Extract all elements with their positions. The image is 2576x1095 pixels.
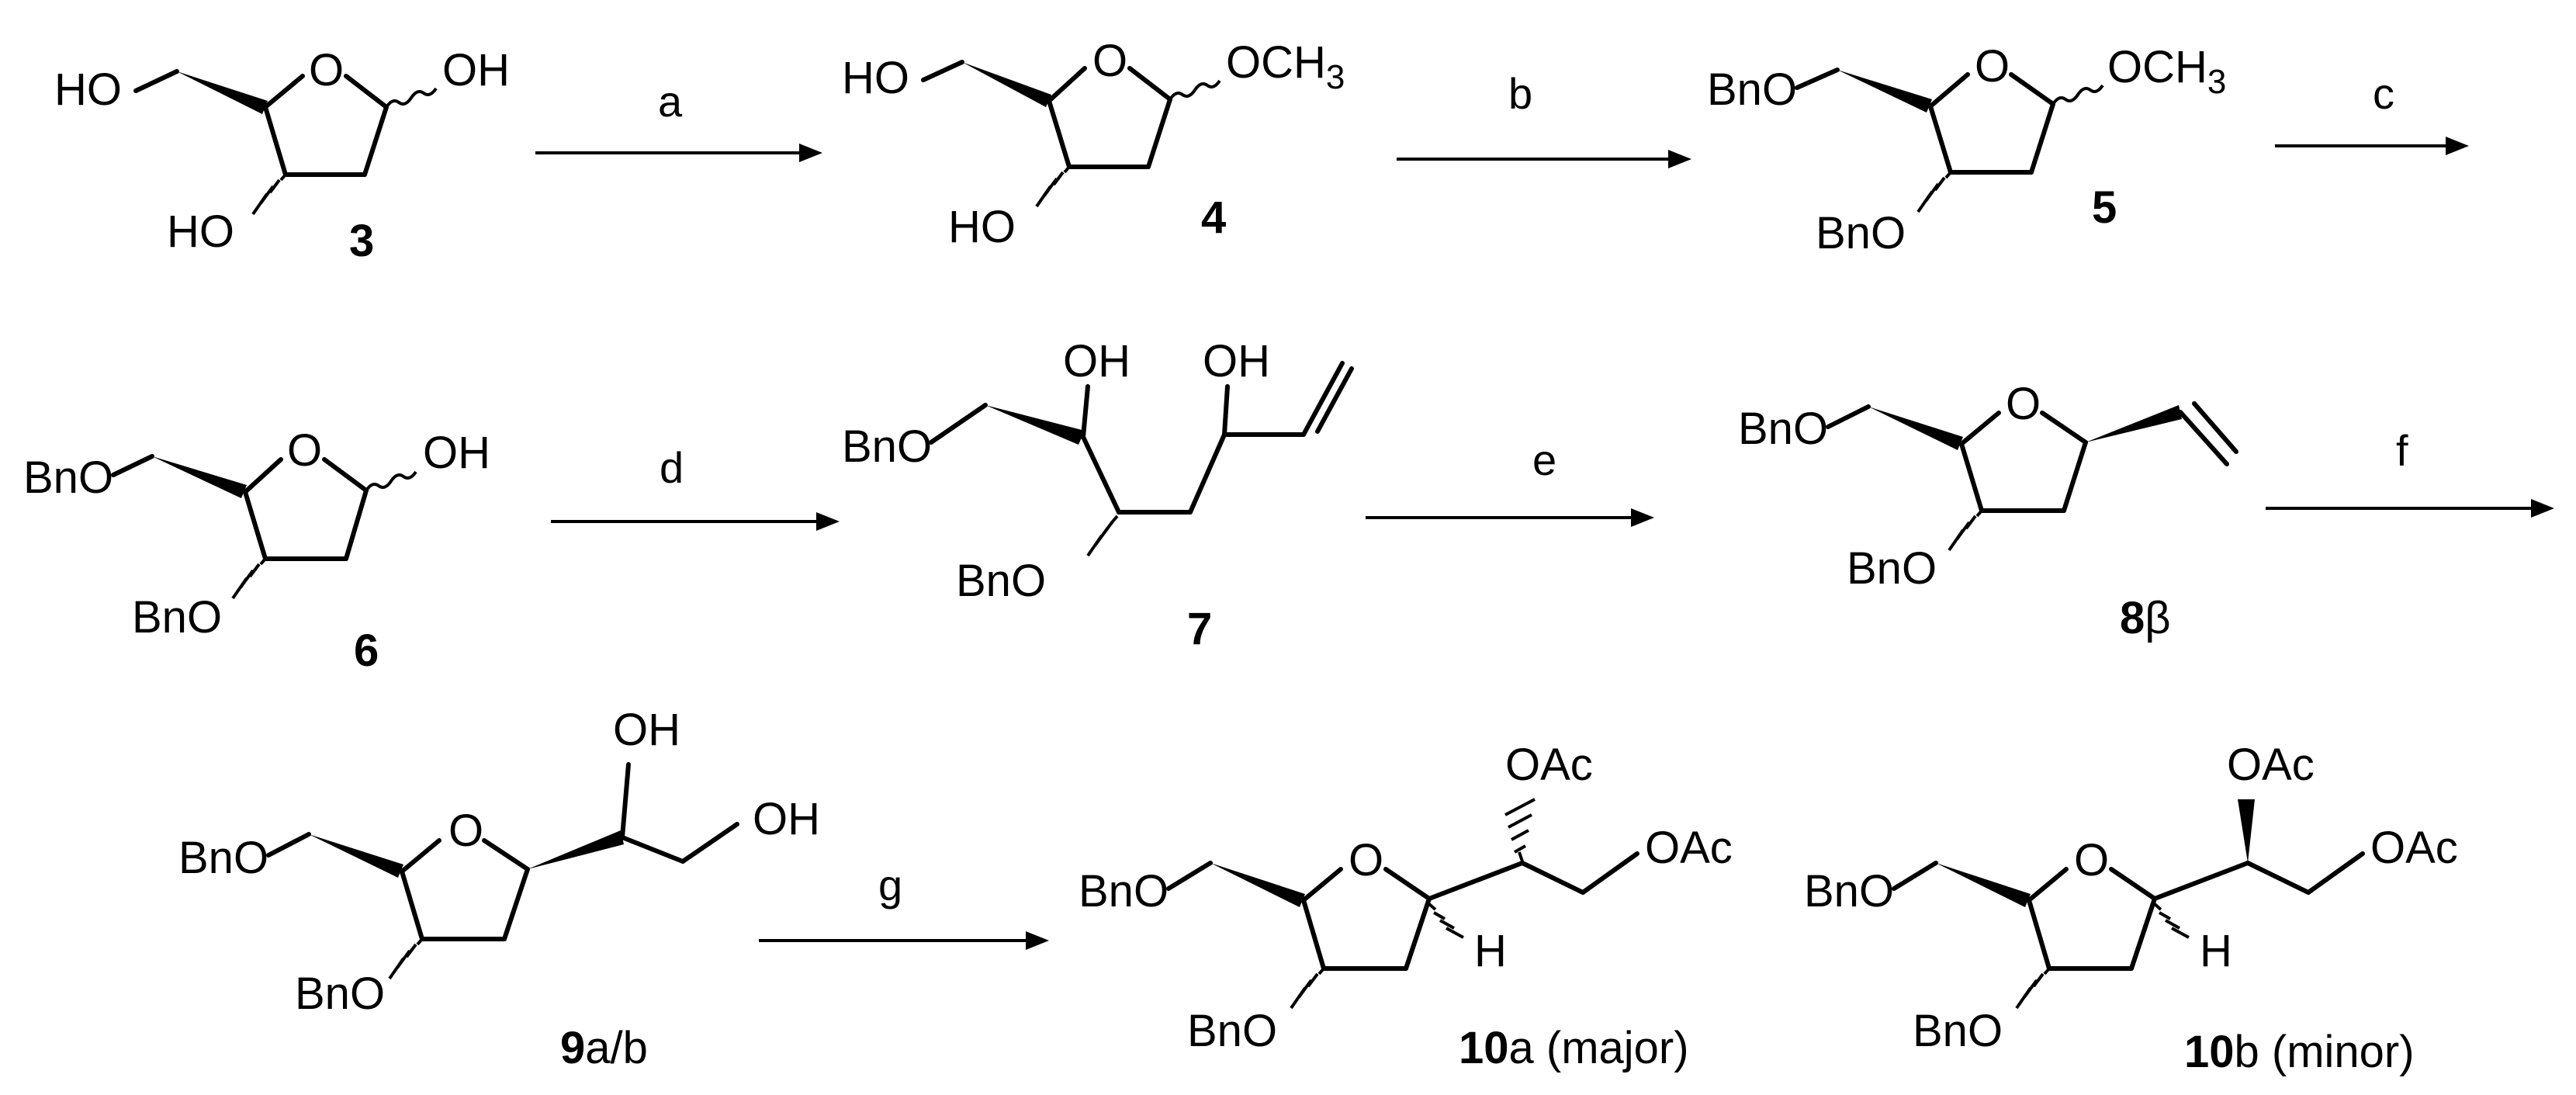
ring-oxygen-label: O xyxy=(287,425,322,476)
reaction-arrow-d: d xyxy=(551,443,840,531)
compound-9-structure: OH OH BnO O BnO 9a/b xyxy=(178,705,820,1073)
benzyloxy-label: BnO xyxy=(178,833,268,883)
compound-10b-structure: OAc OAc BnO O H BnO 10b (minor) xyxy=(1804,740,2458,1077)
hydroxyl-label: OH xyxy=(1203,336,1270,386)
reagent-label-b: b xyxy=(1508,69,1532,118)
benzyloxy-label: BnO xyxy=(1079,866,1169,917)
reaction-arrow-e: e xyxy=(1366,435,1654,527)
hashed-bond xyxy=(251,173,287,216)
compound-number: 9a/b xyxy=(560,1023,648,1073)
ring-oxygen-label: O xyxy=(1975,41,2010,92)
compound-5-structure: BnO O OCH3 BnO 5 xyxy=(1707,41,2226,258)
hydroxyl-label: OH xyxy=(753,794,820,844)
hydroxyl-label: HO xyxy=(842,53,909,103)
hashed-bond xyxy=(1086,515,1119,557)
compound-10a-structure: OAc OAc BnO O H xyxy=(1079,740,1733,1073)
hashed-bond xyxy=(1290,967,1325,1010)
reagent-label-d: d xyxy=(660,443,684,492)
methoxy-label: OCH3 xyxy=(1226,37,1345,96)
reagent-label-g: g xyxy=(878,861,902,910)
reagent-label-c: c xyxy=(2373,69,2394,118)
compound-number: 7 xyxy=(1187,604,1212,654)
hydrogen-label: H xyxy=(1474,926,1507,976)
compound-number: 10b (minor) xyxy=(2184,1027,2415,1077)
ring-oxygen-label: O xyxy=(1092,36,1127,86)
reaction-arrow-f: f xyxy=(2266,426,2554,518)
wedge-bond xyxy=(177,71,268,114)
acetoxy-label: OAc xyxy=(1645,823,1733,873)
acetoxy-label: OAc xyxy=(2370,823,2458,873)
benzyloxy-label: BnO xyxy=(1847,543,1937,594)
ring-oxygen-label: O xyxy=(2074,835,2109,885)
compound-number: 3 xyxy=(349,216,374,266)
reaction-arrow-b: b xyxy=(1397,69,1691,168)
hashed-bond xyxy=(1916,171,1952,213)
compound-number: 10a (major) xyxy=(1459,1023,1689,1073)
hydroxyl-label: HO xyxy=(167,206,234,257)
compound-4-structure: HO O OCH3 HO 4 xyxy=(842,36,1345,252)
benzyloxy-label: BnO xyxy=(132,592,222,643)
hydroxyl-label: HO xyxy=(948,202,1016,252)
ring-oxygen-label: O xyxy=(2006,379,2041,429)
reagent-label-a: a xyxy=(658,77,683,126)
hydroxyl-label: HO xyxy=(54,64,122,115)
ring-oxygen-label: O xyxy=(309,45,344,95)
ring-oxygen-label: O xyxy=(1349,835,1383,885)
benzyloxy-label: BnO xyxy=(1707,64,1797,115)
compound-number: 6 xyxy=(354,625,379,676)
reaction-arrow-a: a xyxy=(535,77,822,162)
acetoxy-label: OAc xyxy=(1505,740,1593,790)
hydroxyl-label: OH xyxy=(1063,336,1130,386)
benzyloxy-label: BnO xyxy=(1804,866,1894,917)
compound-6-structure: BnO O OH BnO 6 xyxy=(23,425,490,676)
benzyloxy-label: BnO xyxy=(1738,404,1828,454)
compound-8-structure: BnO O BnO 8β xyxy=(1738,379,2238,643)
hydroxyl-label: OH xyxy=(423,428,490,478)
hashed-bond xyxy=(231,557,267,600)
ring-oxygen-label: O xyxy=(448,806,483,856)
hashed-bond xyxy=(2015,967,2051,1010)
hashed-bond xyxy=(1948,509,1983,552)
benzyloxy-label: BnO xyxy=(956,556,1046,606)
hashed-bond xyxy=(1035,165,1071,208)
hydroxyl-label: OH xyxy=(442,45,510,95)
hashed-bond xyxy=(388,937,424,980)
compound-number: 4 xyxy=(1201,192,1226,243)
compound-number: 5 xyxy=(2092,182,2117,233)
hashed-bond xyxy=(1504,798,1536,862)
benzyloxy-label: BnO xyxy=(23,452,113,503)
reaction-arrow-g: g xyxy=(759,861,1049,950)
compound-7-structure: OH OH BnO BnO 7 xyxy=(842,336,1354,654)
reagent-label-f: f xyxy=(2396,426,2408,475)
compound-number: 8β xyxy=(2120,593,2171,643)
methoxy-label: OCH3 xyxy=(2107,42,2226,101)
benzyloxy-label: BnO xyxy=(1187,1006,1277,1056)
benzyloxy-label: BnO xyxy=(1913,1006,2003,1056)
hydrogen-label: H xyxy=(2200,926,2232,976)
hashed-bond xyxy=(2153,903,2190,939)
compound-3-structure: HO O OH HO 3 xyxy=(54,45,510,266)
hashed-bond xyxy=(1428,903,1464,939)
benzyloxy-label: BnO xyxy=(842,421,932,472)
reagent-label-e: e xyxy=(1532,435,1556,484)
acetoxy-label: OAc xyxy=(2227,740,2315,790)
hydroxyl-label: OH xyxy=(613,705,680,755)
benzyloxy-label: BnO xyxy=(1816,208,1906,258)
reaction-arrow-c: c xyxy=(2275,69,2469,155)
benzyloxy-label: BnO xyxy=(295,969,385,1019)
